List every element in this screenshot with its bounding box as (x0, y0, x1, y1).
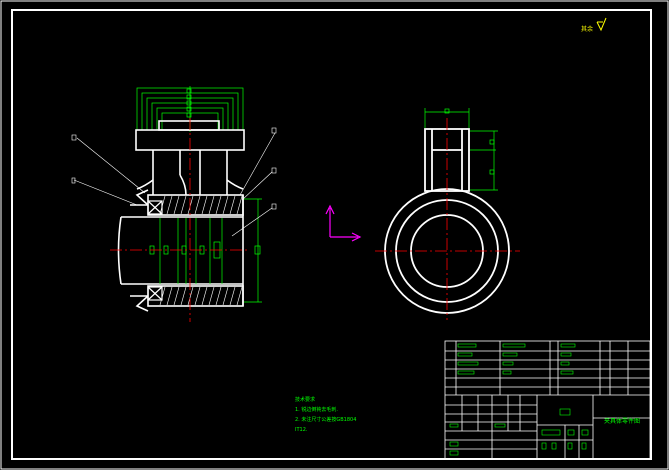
side-view-dimensions (424, 108, 498, 191)
roughness-note: 其余 (581, 26, 594, 33)
title-block-entries (449, 343, 589, 456)
side-view (375, 108, 520, 320)
leader-lines (73, 132, 276, 237)
leader-tags (71, 127, 277, 210)
notes-title: 技术要求 (295, 397, 316, 403)
inner-frame (11, 9, 652, 460)
inner-dimension-marks (149, 198, 262, 303)
title-block (444, 340, 651, 460)
part-name: 夹具体零件图 (603, 418, 640, 425)
ucs-axis-icon (325, 204, 362, 242)
roughness-symbol-icon (596, 17, 607, 32)
notes-line-3: IT12. (295, 427, 308, 433)
technical-requirements: 技术要求 1. 锐边倒钝去毛刺. 2. 未注尺寸公差按GB1804 IT12. (295, 395, 356, 435)
section-hatching (159, 195, 243, 306)
section-view (71, 86, 277, 322)
notes-line-1: 1. 锐边倒钝去毛刺. (295, 407, 338, 413)
bearing-symbols (147, 200, 163, 301)
notes-line-2: 2. 未注尺寸公差按GB1804 (295, 417, 357, 423)
